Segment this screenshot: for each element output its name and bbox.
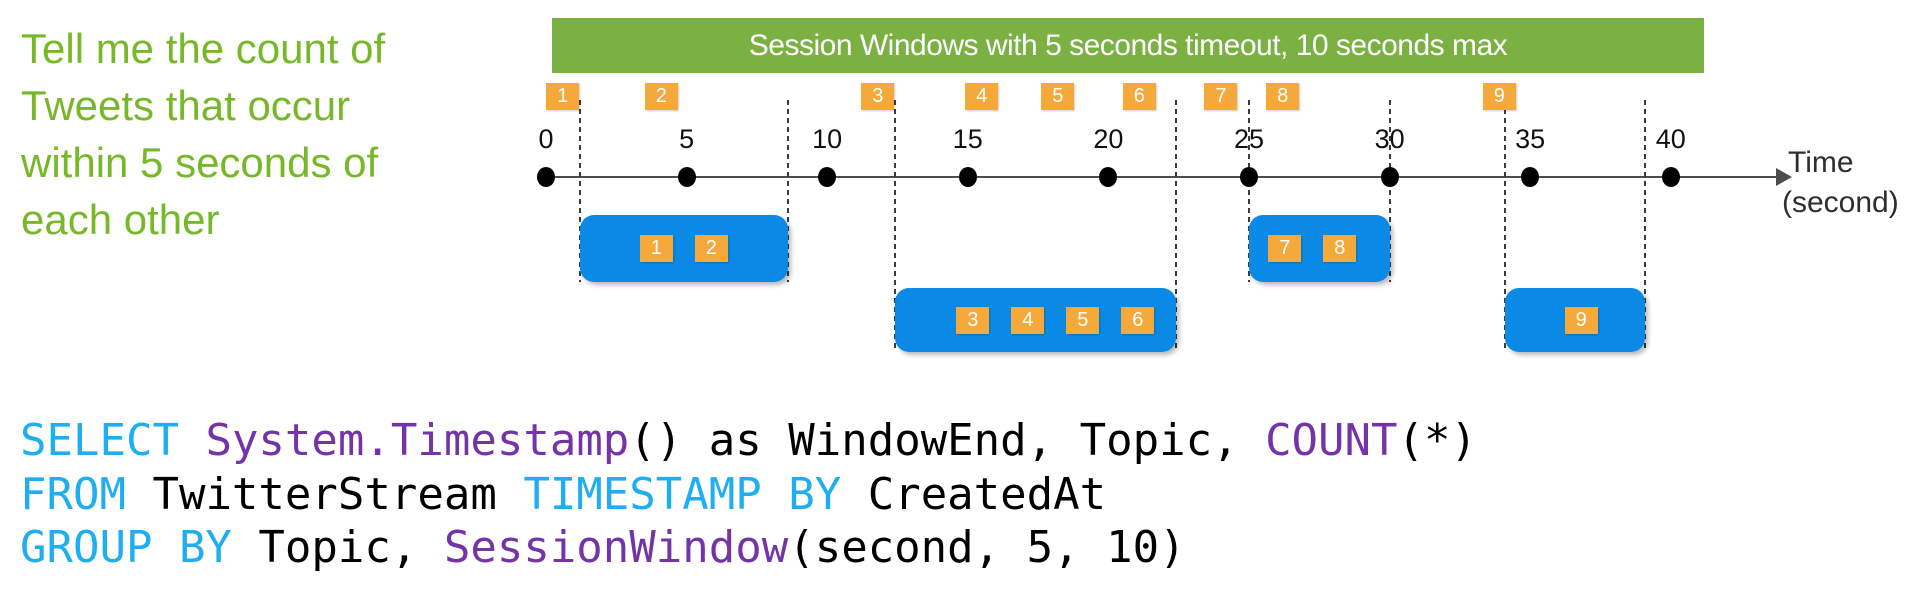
session-event-chip-8: 8 [1323,235,1357,262]
event-marker-6: 6 [1122,83,1156,110]
sql-token-function: System.Timestamp [205,415,630,466]
timeline-dot-15 [958,167,977,187]
timeline-dot-30 [1380,167,1399,187]
event-marker-4: 4 [965,83,999,110]
event-marker-5: 5 [1041,83,1075,110]
timeline-dot-20 [1099,167,1118,187]
timeline-dot-0 [537,167,555,187]
time-axis-unit-label: (second) [1782,186,1899,219]
tick-label-35: 35 [1515,124,1546,154]
time-axis-line [538,176,1778,178]
session-event-chip-2: 2 [694,235,728,262]
sql-token-plain [179,415,206,466]
session-event-chip-6: 6 [1121,306,1155,334]
timeline-dot-35 [1521,167,1540,187]
time-axis-label: Time [1788,146,1854,179]
sql-token-plain: () as WindowEnd, Topic, [629,415,1266,466]
sql-token-keyword: SELECT [20,415,179,466]
session-1-boundary-start [578,100,581,282]
tick-label-30: 30 [1374,124,1405,154]
timeline-dot-40 [1661,167,1680,187]
sql-token-keyword: FROM [20,468,126,520]
sql-token-plain: (*) [1397,415,1477,466]
timeline-dot-10 [818,167,837,187]
session-4-events: 9 [1511,306,1652,334]
sql-line: FROM TwitterStream TIMESTAMP BY CreatedA… [20,468,1477,522]
event-marker-7: 7 [1204,83,1238,110]
session-4-boundary-start [1503,100,1506,352]
sql-token-keyword: GROUP BY [20,522,232,573]
sql-query: SELECT System.Timestamp() as WindowEnd, … [20,414,1477,575]
session-event-chip-5: 5 [1066,306,1100,334]
sql-token-plain: Topic, [231,522,444,573]
session-2-boundary-start [893,100,896,352]
session-1-boundary-end [786,100,789,282]
session-3-boundary-start [1248,100,1250,282]
tick-label-5: 5 [679,124,695,154]
event-marker-1: 1 [546,83,580,110]
sql-line: GROUP BY Topic, SessionWindow(second, 5,… [20,521,1477,575]
session-event-chip-3: 3 [956,306,990,334]
session-3-boundary-end [1388,100,1391,282]
session-event-chip-4: 4 [1011,306,1045,334]
session-event-chip-7: 7 [1268,235,1302,262]
sql-token-plain: CreatedAt [841,468,1107,520]
session-1-window-box [579,215,788,282]
sql-token-function: SessionWindow [443,522,789,573]
event-marker-8: 8 [1266,83,1300,110]
tick-label-20: 20 [1093,124,1124,154]
sql-token-function: COUNT [1265,415,1398,466]
sql-token-plain: TwitterStream [125,468,524,520]
tick-label-15: 15 [952,124,983,154]
prompt-text: Tell me the count of Tweets that occur w… [21,25,386,243]
event-marker-2: 2 [644,83,678,110]
tick-label-40: 40 [1655,124,1686,154]
session-2-boundary-end [1174,100,1177,352]
session-windows-banner: Session Windows with 5 seconds timeout, … [552,18,1704,73]
sql-token-keyword: TIMESTAMP BY [523,468,842,520]
sql-line: SELECT System.Timestamp() as WindowEnd, … [20,414,1477,468]
tick-label-25: 25 [1233,124,1265,154]
time-axis-arrow-icon [1776,168,1792,186]
session-event-chip-1: 1 [639,235,673,262]
session-4-boundary-end [1644,100,1647,352]
timeline-dot-5 [677,167,696,187]
event-marker-9: 9 [1482,83,1516,110]
timeline-dot-25 [1240,167,1258,187]
tick-label-10: 10 [812,124,843,154]
session-event-chip-9: 9 [1564,306,1598,334]
tick-label-0: 0 [538,124,554,154]
sql-token-plain: (second, 5, 10) [788,522,1186,573]
event-marker-3: 3 [861,83,895,110]
banner-label: Session Windows with 5 seconds timeout, … [748,28,1508,62]
